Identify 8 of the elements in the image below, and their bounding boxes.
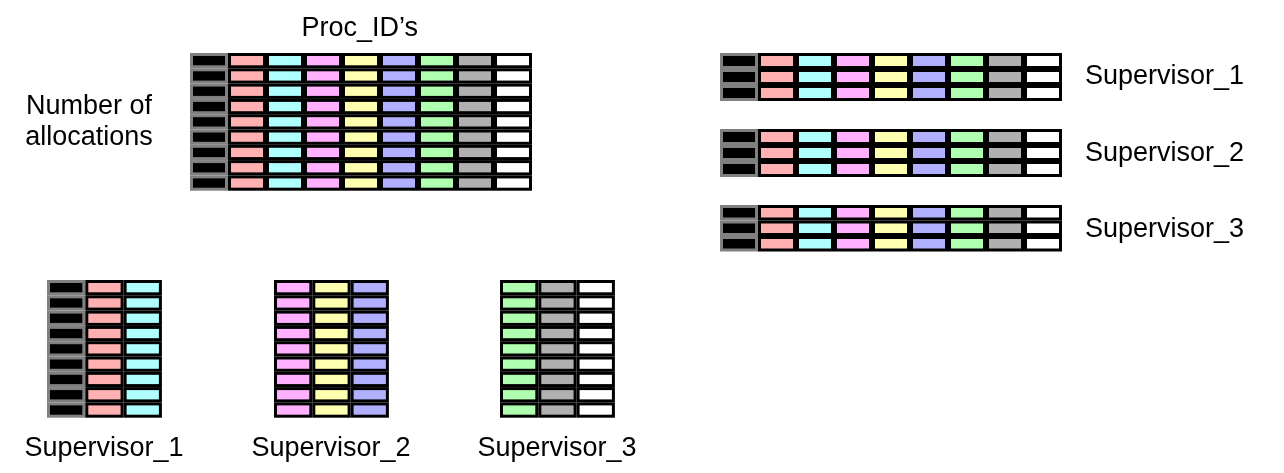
- axis-label: Proc_ID’s: [301, 12, 419, 43]
- column-label: Supervisor_2: [251, 432, 411, 463]
- row-label: Supervisor_3: [1085, 213, 1245, 244]
- axis-label: Number of allocations: [24, 90, 154, 152]
- row-label: Supervisor_2: [1085, 137, 1245, 168]
- row-label: Supervisor_1: [1085, 60, 1245, 91]
- column-label: Supervisor_3: [477, 432, 637, 463]
- column-label: Supervisor_1: [24, 432, 184, 463]
